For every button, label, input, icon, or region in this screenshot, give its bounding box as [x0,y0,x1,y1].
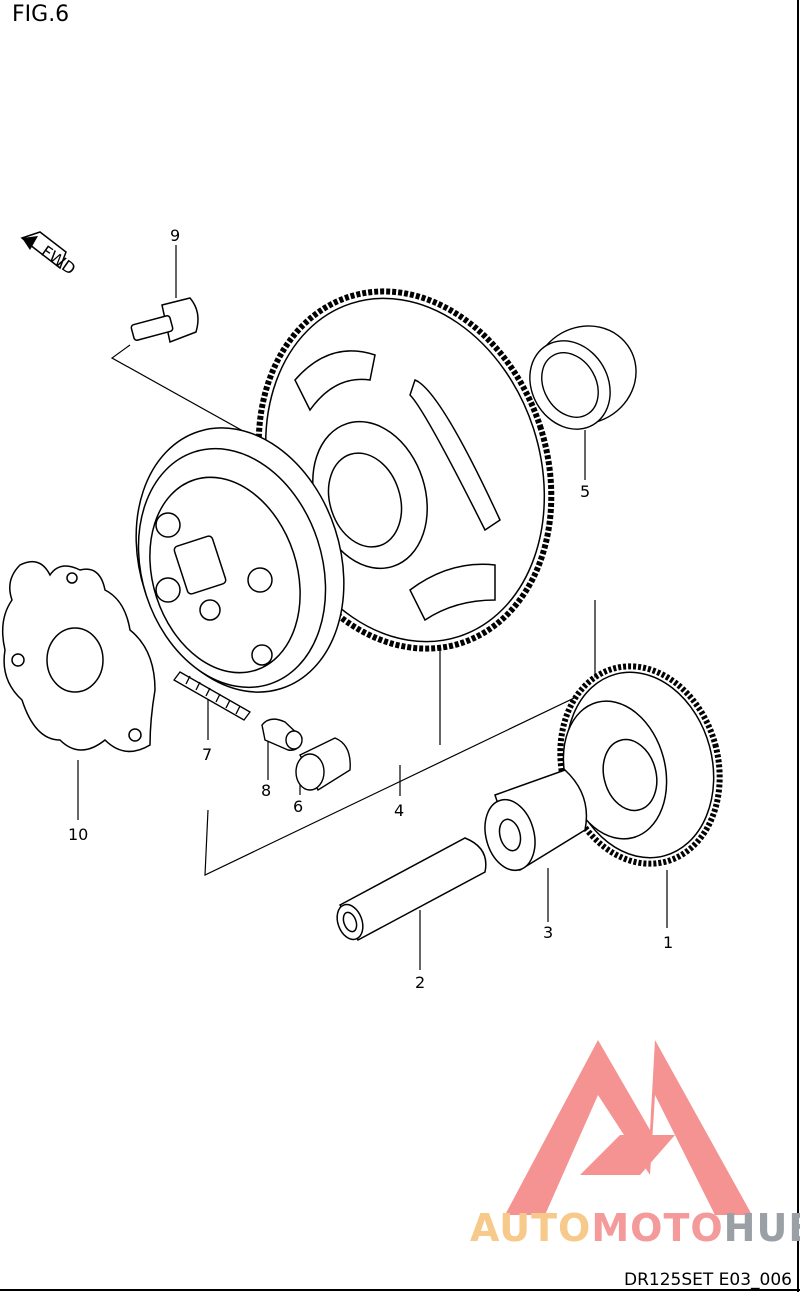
starter-gear-part-4 [255,288,555,652]
plate-part-10 [1,560,156,753]
cap-part-8 [261,718,303,751]
callout-5: 5 [580,482,590,501]
bolt-part-9 [130,297,199,344]
callout-2: 2 [415,973,425,992]
roller-part-6 [295,737,351,791]
leader-lines [77,245,668,970]
watermark-moto: MOTO [591,1206,724,1250]
watermark-hub: HUB [723,1206,800,1250]
bushing-part-3 [484,769,588,872]
callout-labels: 1 2 3 4 5 6 7 8 9 10 [68,226,673,992]
clutch-housing [135,427,345,693]
shaft-part-2 [336,837,487,942]
watermark-text: AUTOMOTOHUB [470,1206,800,1250]
driven-gear-part-1 [557,663,723,867]
callout-10: 10 [68,825,88,844]
diagram-code: DR125SET E03_006 [624,1270,792,1290]
callout-9: 9 [170,226,180,245]
callout-3: 3 [543,923,553,942]
callout-8: 8 [261,781,271,800]
callout-4: 4 [394,801,404,820]
callout-6: 6 [293,797,303,816]
watermark-logo-icon [505,1040,752,1215]
callout-1: 1 [663,933,673,952]
spring-part-7 [173,671,251,721]
figure-title: FIG.6 [12,2,70,27]
needle-bearing-part-5 [529,325,637,430]
fwd-arrow-icon: FWD [20,231,79,279]
watermark-auto: AUTO [470,1206,592,1250]
callout-7: 7 [202,745,212,764]
